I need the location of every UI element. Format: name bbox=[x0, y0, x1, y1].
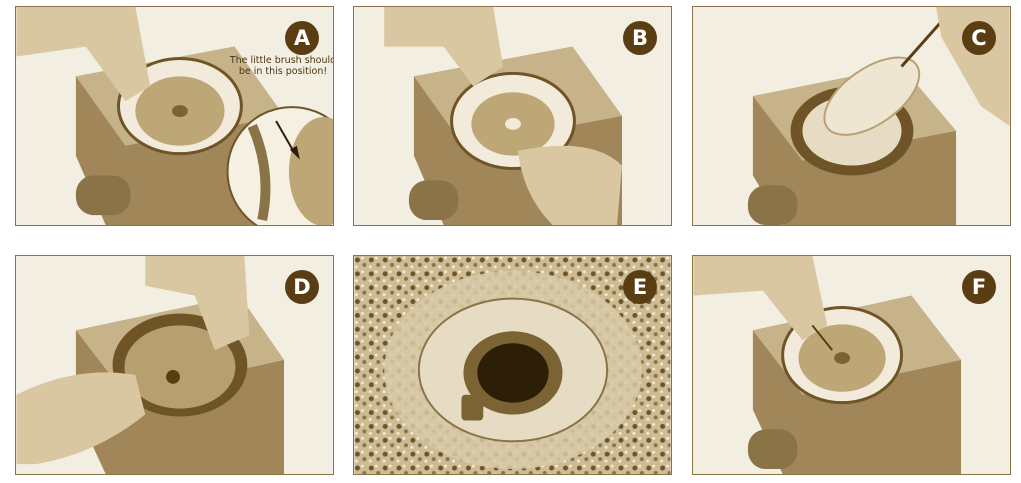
step-badge-b: B bbox=[623, 21, 657, 55]
step-badge-f: F bbox=[962, 270, 996, 304]
step-panel-c: C bbox=[692, 6, 1011, 226]
step-badge-c: C bbox=[962, 21, 996, 55]
step-panel-b: B bbox=[353, 6, 672, 226]
step-badge-d: D bbox=[285, 270, 319, 304]
step-panel-a: The little brush should be in this posit… bbox=[15, 6, 334, 226]
step-badge-a: A bbox=[285, 21, 319, 55]
step-panel-e: E bbox=[353, 255, 672, 475]
brush-position-note: The little brush should be in this posit… bbox=[228, 55, 334, 77]
step-panel-d: D bbox=[15, 255, 334, 475]
step-badge-e: E bbox=[623, 270, 657, 304]
step-panel-f: F bbox=[692, 255, 1011, 475]
